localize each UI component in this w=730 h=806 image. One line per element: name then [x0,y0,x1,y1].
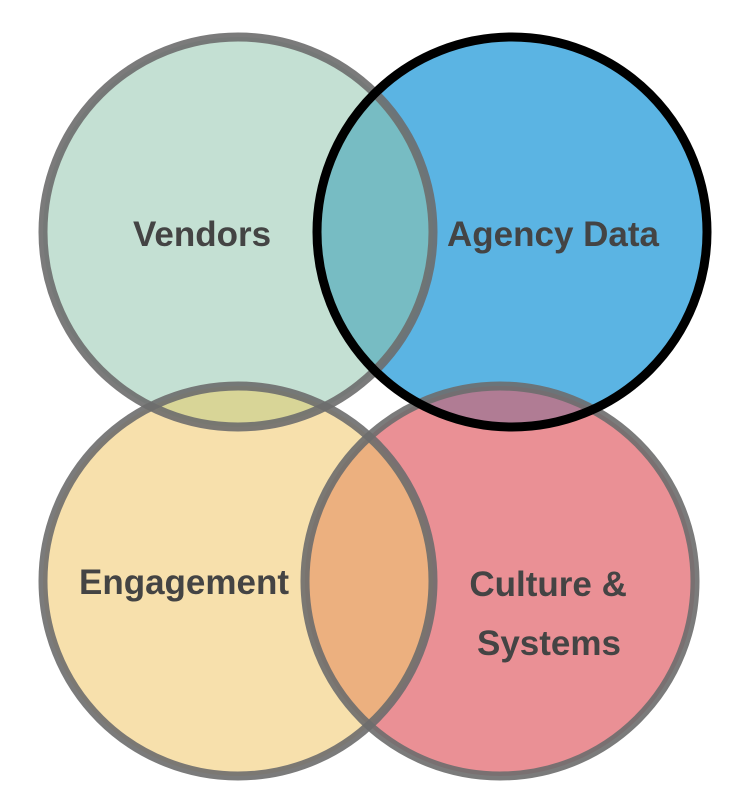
vendors-circle-outline [38,32,438,432]
engagement-label: Engagement [79,563,289,602]
culture-systems-circle-outline [300,381,700,781]
agency-data-circle-fill [317,37,707,427]
engagement-circle-outline [38,381,438,781]
culture-systems-label-line-1: Culture & [469,565,627,604]
vendors-label: Vendors [133,215,271,254]
agency-data-label-line: Agency Data [447,215,660,254]
agency-data-label: Agency Data [447,215,660,254]
vendors-label-line: Vendors [133,215,271,254]
agency-data-circle-outline [312,32,712,432]
culture-systems-label-line-2: Systems [477,624,621,663]
engagement-label-line: Engagement [79,563,289,602]
vendors-circle-fill [43,37,433,427]
culture-systems-label: Culture & Systems [469,565,636,663]
